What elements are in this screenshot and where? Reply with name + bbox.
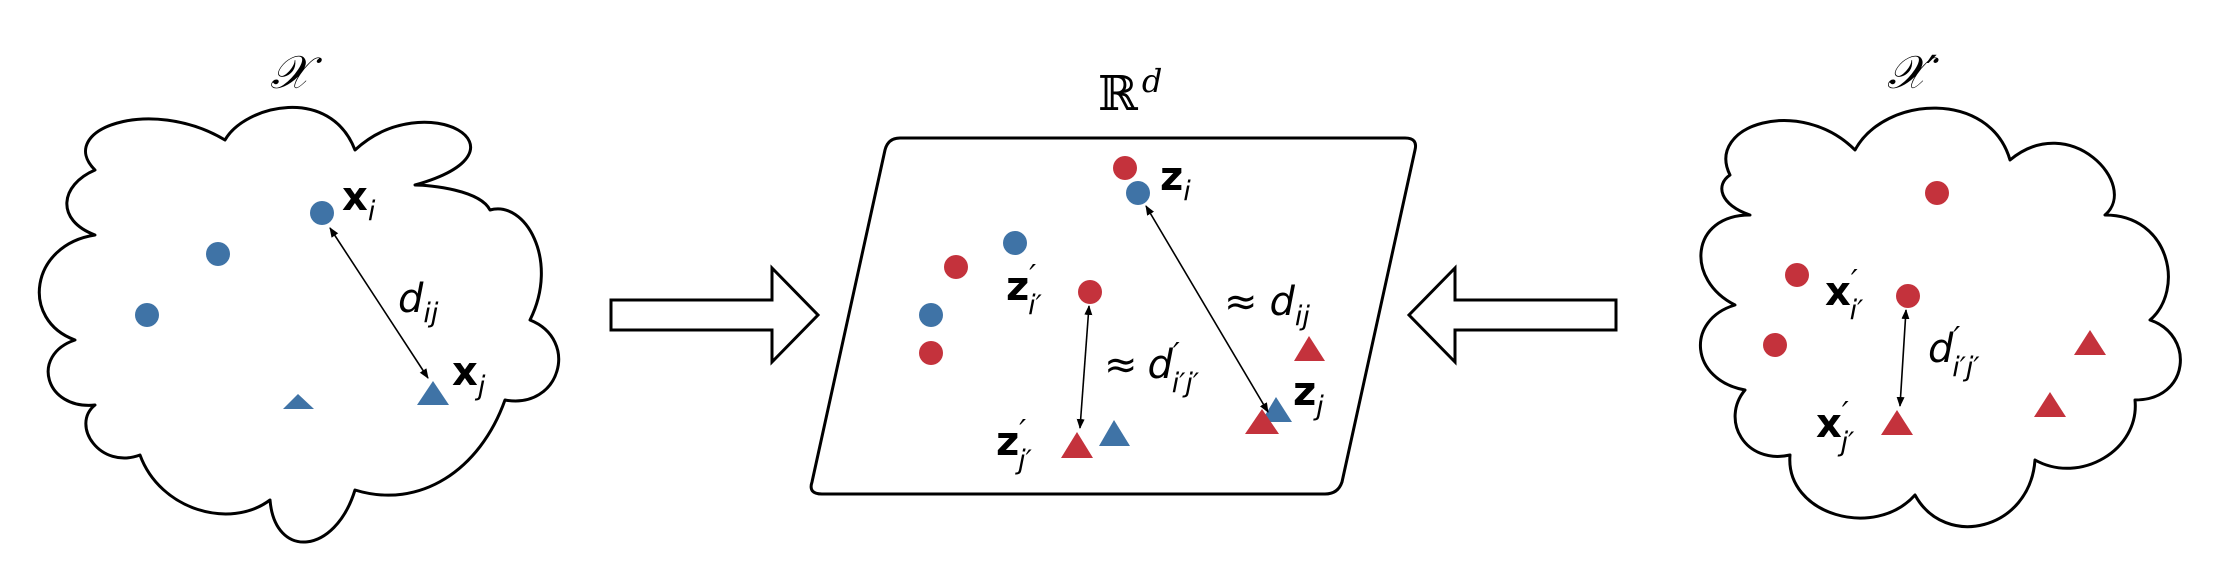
label-approx-d-ij: ≈dij xyxy=(1224,279,1310,332)
label-x-j: xj xyxy=(452,349,486,402)
left-space: 𝒳 xi dij xj xyxy=(37,45,560,544)
blue-point xyxy=(919,303,943,327)
label-z-j: zj xyxy=(1293,369,1324,422)
red-triangle xyxy=(2074,330,2106,355)
distance-line-d-iprime-jprime xyxy=(1896,309,1910,407)
red-point xyxy=(1113,156,1137,180)
label-approx-d-iprime-jprime: ≈d′i′j′ xyxy=(1104,337,1199,399)
red-triangle-z-jprime xyxy=(1061,432,1093,458)
label-x-jprime: x′j′ xyxy=(1816,396,1854,458)
red-point xyxy=(919,341,943,365)
distance-line-d-iprime-jprime-embedded xyxy=(1076,305,1093,429)
blue-triangle xyxy=(1099,420,1130,446)
distance-line-d-ij-embedded xyxy=(1145,205,1269,413)
blue-point xyxy=(206,242,230,266)
blue-point-x-i xyxy=(310,201,334,225)
right-cloud-outline xyxy=(1698,106,2182,529)
blue-triangle xyxy=(283,394,314,409)
blue-triangle-x-j xyxy=(417,381,449,405)
blue-point xyxy=(135,303,159,327)
red-point xyxy=(1925,181,1949,205)
label-z-iprime: z′i′ xyxy=(1006,259,1042,321)
blue-point xyxy=(1003,231,1027,255)
red-triangle xyxy=(1245,409,1279,434)
red-point xyxy=(944,255,968,279)
right-space-title: 𝒳′ xyxy=(1887,45,1939,99)
label-d-ij: dij xyxy=(398,276,439,329)
left-space-title: 𝒳 xyxy=(270,45,322,99)
red-point xyxy=(1785,263,1809,287)
red-triangle xyxy=(2034,392,2066,417)
label-x-i: xi xyxy=(342,174,376,227)
right-space: 𝒳′ x′i′ d′i′j′ x′j′ xyxy=(1698,45,2182,529)
right-block-arrow xyxy=(609,264,821,366)
blue-triangle-z-j xyxy=(1261,397,1292,422)
red-point xyxy=(1763,333,1787,357)
label-z-jprime: z′j′ xyxy=(996,414,1032,476)
red-triangle-x-jprime xyxy=(1881,410,1913,435)
label-z-i: zi xyxy=(1160,154,1191,207)
left-block-arrow xyxy=(1406,264,1618,366)
left-cloud-outline xyxy=(37,105,560,544)
label-d-iprime-jprime: d′i′j′ xyxy=(1928,321,1979,383)
red-point-x-iprime xyxy=(1896,284,1920,308)
label-x-iprime: x′i′ xyxy=(1825,264,1863,326)
red-triangle xyxy=(1294,336,1325,361)
blue-point-z-i xyxy=(1126,181,1150,205)
distance-line-d-ij xyxy=(329,227,429,379)
red-point-z-iprime xyxy=(1078,280,1102,304)
